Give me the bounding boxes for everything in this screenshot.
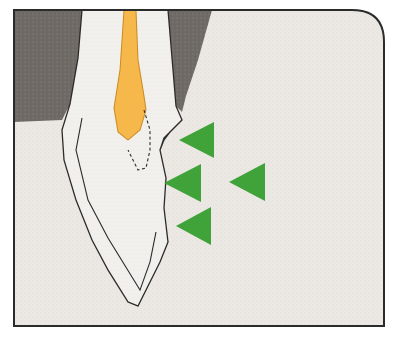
illustration-panel bbox=[0, 0, 394, 342]
tooth-fracture-diagram bbox=[0, 0, 394, 342]
